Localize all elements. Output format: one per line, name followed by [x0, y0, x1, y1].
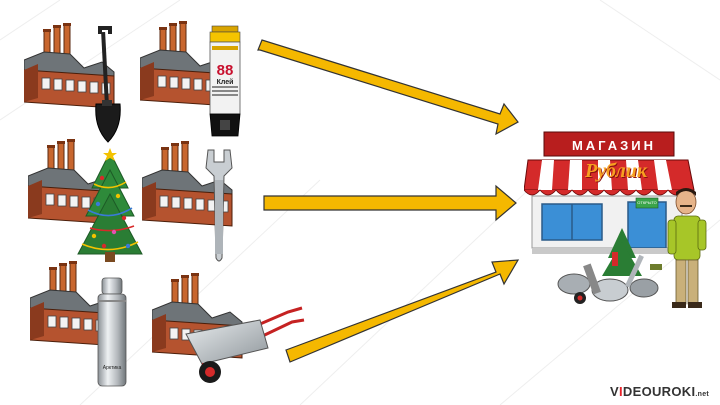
arrow-top: [258, 40, 518, 134]
arrow-middle: [264, 186, 516, 220]
shop-open-sign: ОТКРЫТО: [636, 200, 658, 205]
shop-title: МАГАЗИН: [554, 138, 674, 153]
shopkeeper-icon: [664, 186, 710, 312]
goods-pile-icon: [552, 224, 672, 310]
videouroki-logo: VIDEOUROKI.net: [610, 384, 709, 399]
shop-name: Рублик: [556, 160, 676, 183]
arrow-bottom: [286, 260, 518, 362]
